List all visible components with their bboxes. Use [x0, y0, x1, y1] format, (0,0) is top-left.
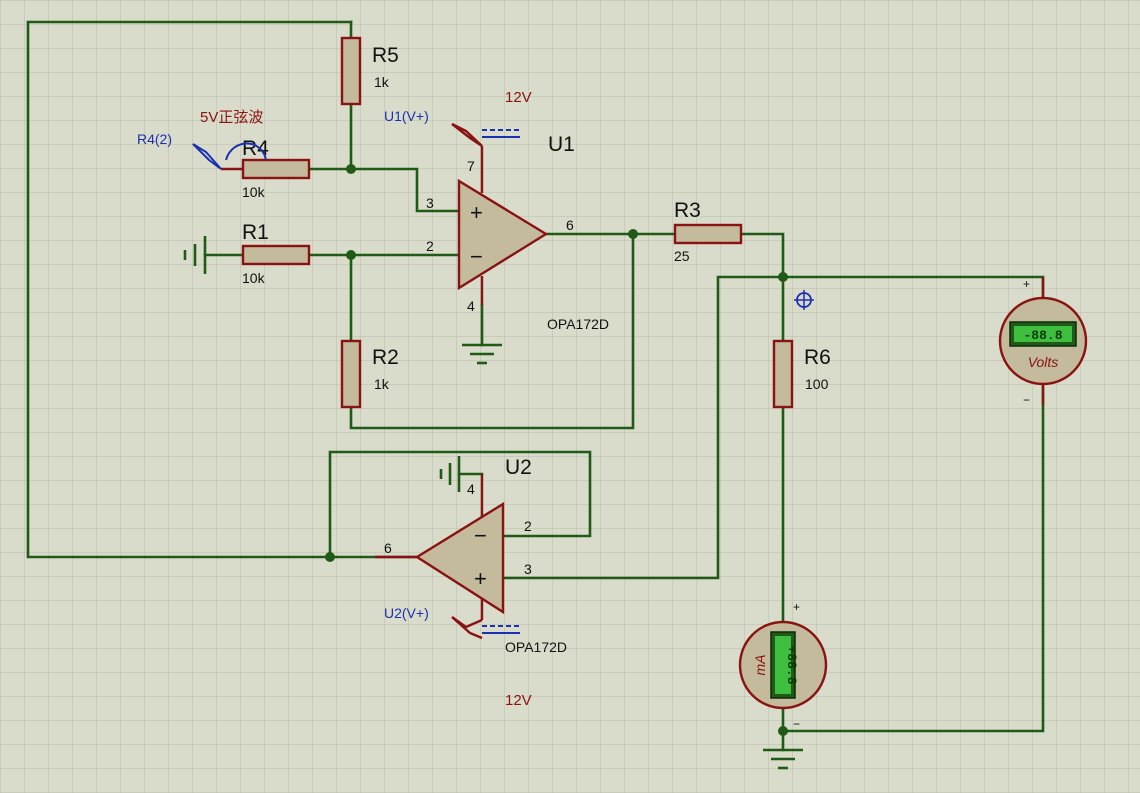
resistor-r5[interactable]: R5 1k	[340, 36, 399, 106]
junctions	[325, 164, 788, 736]
resistor-r3[interactable]: R3 25	[673, 199, 743, 264]
r1-ref: R1	[242, 221, 269, 244]
junction-dot	[778, 726, 788, 736]
u1-pin-2: 2	[426, 238, 434, 254]
r3-ref: R3	[674, 199, 701, 222]
wire-feedback-loop	[26, 20, 419, 559]
u2-plus-sign: +	[474, 566, 487, 591]
u2-voltage-label: 12V	[505, 692, 532, 709]
u1-pin-3: 3	[426, 195, 434, 211]
u2-supply-label: U2(V+)	[384, 605, 429, 621]
junction-dot	[778, 272, 788, 282]
junction-dot	[346, 250, 356, 260]
junction-dot	[346, 164, 356, 174]
wire-r2-feedback	[349, 232, 635, 430]
u1-supply-terminal[interactable]: U1(V+) 12V	[384, 89, 532, 147]
u1-pin-4: 4	[467, 298, 475, 314]
wire-u2-buffer	[328, 450, 592, 559]
voltmeter-unit: Volts	[1028, 354, 1059, 370]
voltmeter-display: -88.8	[1023, 328, 1062, 343]
ammeter-minus: −	[793, 717, 800, 731]
junction-dot	[628, 229, 638, 239]
r4-value: 10k	[242, 184, 266, 200]
wire-u1-in3	[307, 167, 459, 213]
ground-icon	[462, 343, 502, 365]
u1-part: OPA172D	[547, 316, 609, 332]
r4-probe-label: R4(2)	[137, 131, 172, 147]
u1-plus-sign: +	[470, 200, 483, 225]
ammeter[interactable]: +88.8 mA + −	[738, 600, 828, 731]
ammeter-unit: mA	[752, 655, 768, 676]
u1-ref: U1	[548, 133, 575, 156]
r5-ref: R5	[372, 44, 399, 67]
opamp-u1[interactable]: 7 3 2 6 4 + − U1 OPA172D	[426, 133, 609, 332]
ground-icon	[439, 456, 461, 492]
opamp-u2[interactable]: 4 2 3 6 − + U2 OPA172D	[375, 456, 567, 655]
u1-minus-sign: −	[470, 244, 483, 269]
u2-pin-3: 3	[524, 561, 532, 577]
r2-ref: R2	[372, 346, 399, 369]
voltmeter[interactable]: -88.8 Volts + −	[998, 277, 1088, 407]
r4-probe-terminal[interactable]: R4(2) 5V正弦波	[137, 109, 267, 170]
u1-supply-label: U1(V+)	[384, 108, 429, 124]
r2-value: 1k	[374, 376, 390, 392]
u1-pin-6: 6	[566, 217, 574, 233]
ground-icon	[183, 236, 207, 274]
r1-value: 10k	[242, 270, 266, 286]
junction-dot	[325, 552, 335, 562]
u2-minus-sign: −	[474, 523, 487, 548]
u2-supply-terminal[interactable]: U2(V+) 12V	[384, 605, 532, 709]
u2-pin-4: 4	[467, 481, 475, 497]
wire-u2-in3	[501, 275, 785, 580]
r3-value: 25	[674, 248, 690, 264]
ammeter-display: +88.8	[784, 645, 799, 684]
u2-pin-2: 2	[524, 518, 532, 534]
crosshair-probe-icon	[794, 290, 814, 310]
r5-value: 1k	[374, 74, 390, 90]
sine-source-icon	[225, 142, 267, 161]
wire-r3-r6	[739, 232, 785, 343]
u2-ref: U2	[505, 456, 532, 479]
ammeter-plus: +	[793, 600, 800, 614]
resistor-r1[interactable]: R1 10k	[241, 221, 311, 286]
resistor-r6[interactable]: R6 100	[772, 339, 831, 409]
u2-pin-6: 6	[384, 540, 392, 556]
r6-value: 100	[805, 376, 829, 392]
wire-voltmeter-bottom	[781, 383, 1045, 733]
voltmeter-minus: −	[1023, 393, 1030, 407]
ground-icon	[763, 748, 803, 770]
u1-pin-7: 7	[467, 158, 475, 174]
voltmeter-plus: +	[1023, 277, 1030, 291]
u2-part: OPA172D	[505, 639, 567, 655]
r6-ref: R6	[804, 346, 831, 369]
resistor-r2[interactable]: R2 1k	[340, 339, 399, 409]
source-label: 5V正弦波	[200, 109, 263, 126]
u1-voltage-label: 12V	[505, 89, 532, 106]
